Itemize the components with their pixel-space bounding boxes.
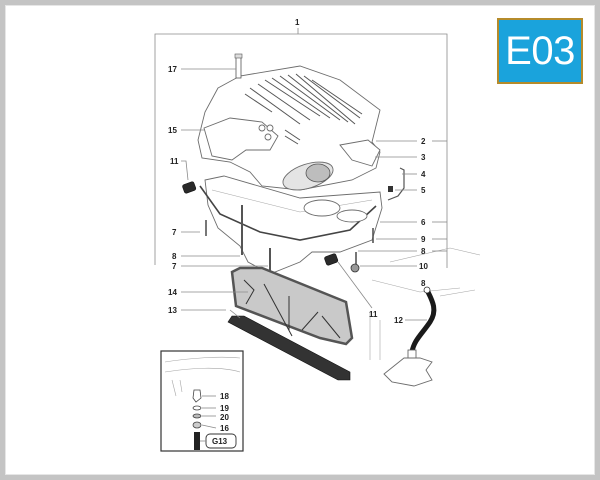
callout-8c: 8 <box>421 279 426 288</box>
callout-8b: 8 <box>421 247 426 256</box>
callout-7b: 7 <box>172 262 177 271</box>
callout-12: 12 <box>394 316 403 325</box>
leader-lines <box>181 68 447 442</box>
filter-element <box>230 266 354 346</box>
callout-11b: 11 <box>369 310 378 319</box>
chassis-outline <box>369 247 481 360</box>
callout-2: 2 <box>421 137 426 146</box>
callout-17: 17 <box>168 65 177 74</box>
callout-8a: 8 <box>172 252 177 261</box>
callout-16: 16 <box>220 424 229 433</box>
callout-10: 10 <box>419 262 428 271</box>
callout-7a: 7 <box>172 228 177 237</box>
callout-6: 6 <box>421 218 426 227</box>
detail-inset <box>160 350 244 452</box>
section-badge: E03 <box>497 18 583 84</box>
ref-tag-g13: G13 <box>212 437 228 446</box>
drain-hose <box>383 286 437 387</box>
nut-10 <box>350 263 360 273</box>
callout-3: 3 <box>421 153 426 162</box>
assembly-bracket <box>154 28 448 268</box>
callout-4: 4 <box>421 170 426 179</box>
rubber-grommet <box>182 181 197 194</box>
callout-13: 13 <box>168 306 177 315</box>
callout-11a: 11 <box>170 157 179 166</box>
filter-housing-cover <box>197 53 381 191</box>
filter-housing-base <box>199 175 383 276</box>
callout-14: 14 <box>168 288 177 297</box>
callout-1: 1 <box>295 18 300 27</box>
foam-seal <box>227 315 351 381</box>
callout-15: 15 <box>168 126 177 135</box>
callout-labels: 1 2 3 4 5 6 7 7 8 8 8 9 10 11 11 12 13 1… <box>168 18 428 446</box>
callout-19: 19 <box>220 404 229 413</box>
callout-9: 9 <box>421 235 426 244</box>
callout-20: 20 <box>220 413 229 422</box>
callout-18: 18 <box>220 392 229 401</box>
callout-5: 5 <box>421 186 426 195</box>
bracket-parts <box>387 167 405 201</box>
rubber-grommet-2 <box>324 253 339 266</box>
